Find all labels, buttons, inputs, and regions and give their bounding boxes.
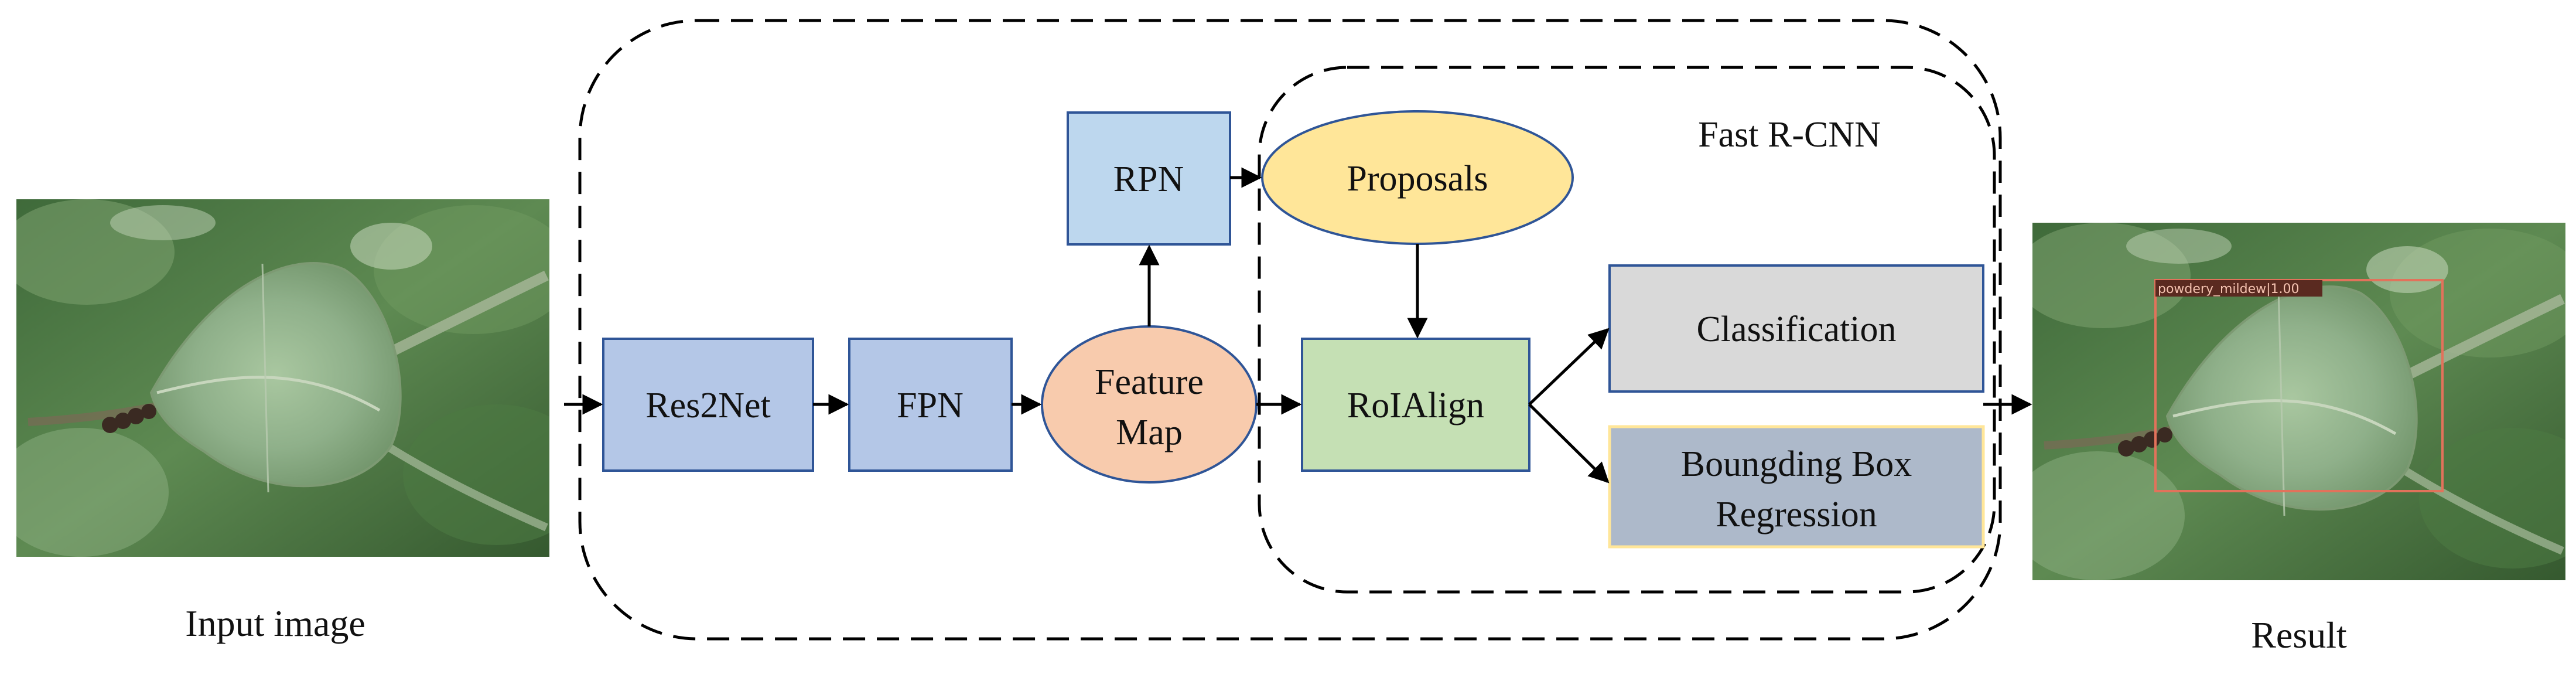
res2net-label: Res2Net <box>645 386 771 425</box>
outer-dashed-boundary <box>578 19 2002 641</box>
result-photo <box>2009 223 2576 580</box>
result-caption: Result <box>2251 614 2347 656</box>
input-image-caption: Input image <box>185 602 365 644</box>
arrow-roialign-to-bbox <box>1528 403 1610 484</box>
fpn-label: FPN <box>897 386 964 425</box>
bbox-regression-label-line1: Boungding Box <box>1681 444 1912 484</box>
fpn-node <box>848 338 1013 472</box>
feature-map-node <box>1041 325 1258 484</box>
classification-node <box>1608 264 1984 393</box>
bbox-regression-node <box>1608 425 1985 549</box>
fast-rcnn-dashed-boundary <box>1258 66 1996 594</box>
detection-label: powdery_mildew|1.00 <box>2158 282 2300 297</box>
roialign-label: RoIAlign <box>1347 386 1484 425</box>
flow-arrows <box>564 167 2032 484</box>
rpn-label: RPN <box>1113 159 1184 199</box>
arrow-roialign-to-classification <box>1528 328 1610 406</box>
classification-label: Classification <box>1697 309 1897 349</box>
rpn-node <box>1067 111 1231 246</box>
input-photo <box>0 199 590 557</box>
res2net-node <box>602 338 814 472</box>
roialign-node <box>1301 338 1530 472</box>
detection-label-background <box>2155 280 2322 297</box>
proposals-label: Proposals <box>1347 159 1488 199</box>
fast-rcnn-label: Fast R-CNN <box>1698 115 1881 155</box>
bbox-regression-label-line2: Regression <box>1716 495 1877 535</box>
feature-map-label-line1: Feature <box>1095 362 1204 402</box>
feature-map-label-line2: Map <box>1116 413 1183 452</box>
